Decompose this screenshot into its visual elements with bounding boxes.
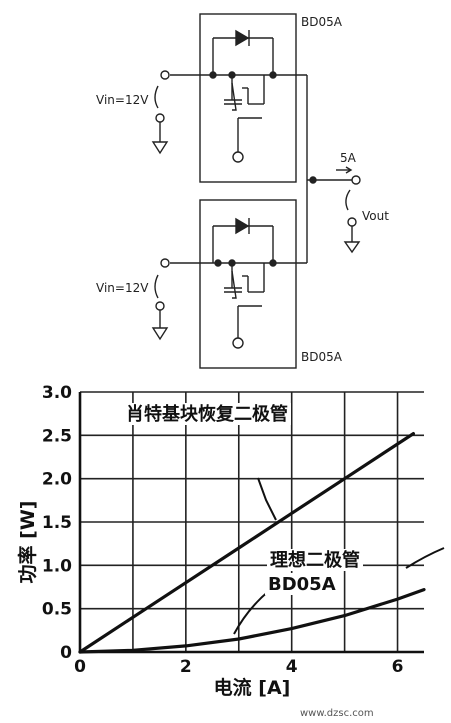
y-tick-label: 3.0 [42,383,72,403]
x-tick-label: 4 [286,657,298,677]
y-axis-title: 功率 [W] [16,501,39,584]
bottom-control-terminal [231,270,262,349]
y-tick-label: 0.5 [42,600,72,620]
annotation-leader-ideal [405,547,445,569]
output-node [306,75,361,263]
y-tick-label: 2.5 [42,426,72,446]
x-tick-label: 2 [180,657,192,677]
watermark: www.dzsc.com [300,708,374,719]
series-line-2 [78,588,426,654]
top-input-label: Vin=12V [96,93,149,107]
bottom-module-box [199,199,297,369]
output-voltage-label: Vout [362,209,389,223]
bottom-module-label: BD05A [301,350,343,364]
top-module-label: BD05A [301,15,343,29]
top-mosfet-icon [224,75,265,105]
x-tick-label: 0 [74,657,86,677]
bottom-input-source [151,258,170,341]
bottom-input-label: Vin=12V [96,281,149,295]
top-ground-icon [151,141,169,155]
y-tick-label: 1.0 [42,556,72,576]
annotation-label: BD05A [268,574,336,595]
annotation-label: 理想二极管 [270,549,360,571]
bottom-diode-icon [235,217,250,235]
y-tick-label: 1.5 [42,513,72,533]
x-axis-title: 电流 [A] [214,676,291,699]
annotation-leader-schottky [257,477,277,521]
top-control-terminal [231,82,262,163]
bottom-mosfet-icon [224,263,265,293]
top-input-source [151,70,170,155]
output-current-label: 5A [340,151,357,165]
circuit-diagram [151,13,361,369]
annotation-background [267,549,363,571]
output-ground-icon [343,241,361,254]
y-tick-label: 0 [60,643,72,663]
top-module [170,13,307,183]
top-diode-icon [235,29,250,47]
annotation-label: 肖特基块恢复二极管 [126,403,288,425]
series-line-1 [78,432,415,654]
bottom-ground-icon [151,327,169,341]
annotation-background [123,403,291,425]
y-tick-label: 2.0 [42,470,72,490]
bottom-module [170,199,307,369]
x-tick-label: 6 [392,657,404,677]
annotation-background [265,573,339,595]
top-module-box [199,13,297,183]
